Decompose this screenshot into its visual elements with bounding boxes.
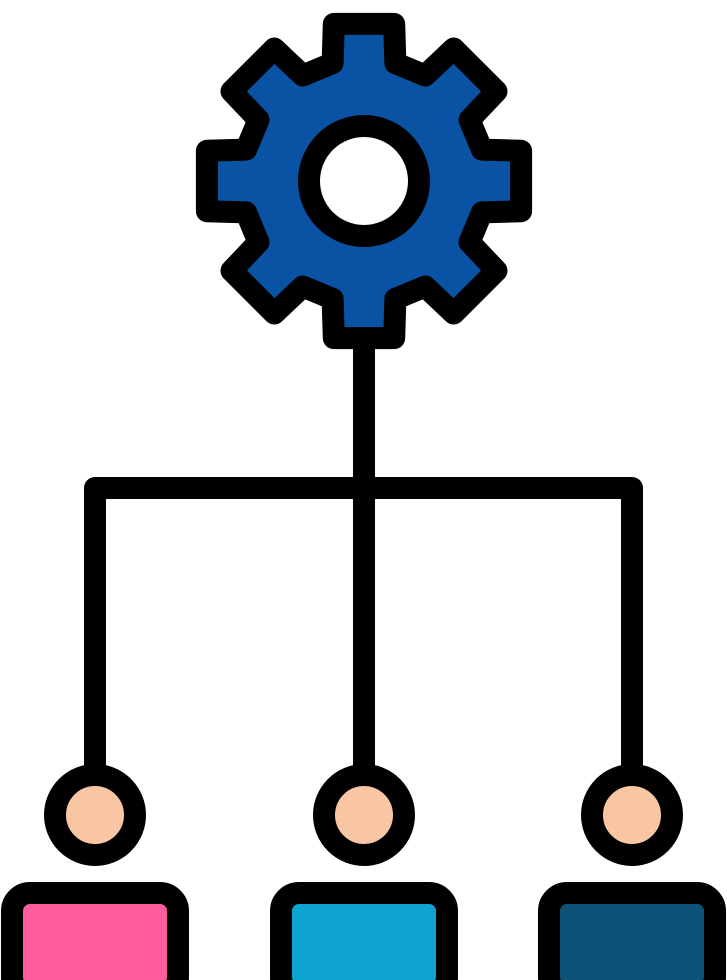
- gear-hub: [298, 115, 430, 247]
- user-head: [581, 764, 683, 866]
- gear-icon: [195, 12, 533, 350]
- user-icon: [1, 764, 189, 980]
- user-body: [270, 882, 458, 980]
- user-icon: [538, 764, 726, 980]
- user-head: [44, 764, 146, 866]
- user-body: [1, 882, 189, 980]
- user-icon: [270, 764, 458, 980]
- user-body: [538, 882, 726, 980]
- team-members: [1, 764, 726, 980]
- connector-branch: [84, 477, 643, 786]
- hierarchy-connectors: [84, 339, 643, 786]
- user-head: [313, 764, 415, 866]
